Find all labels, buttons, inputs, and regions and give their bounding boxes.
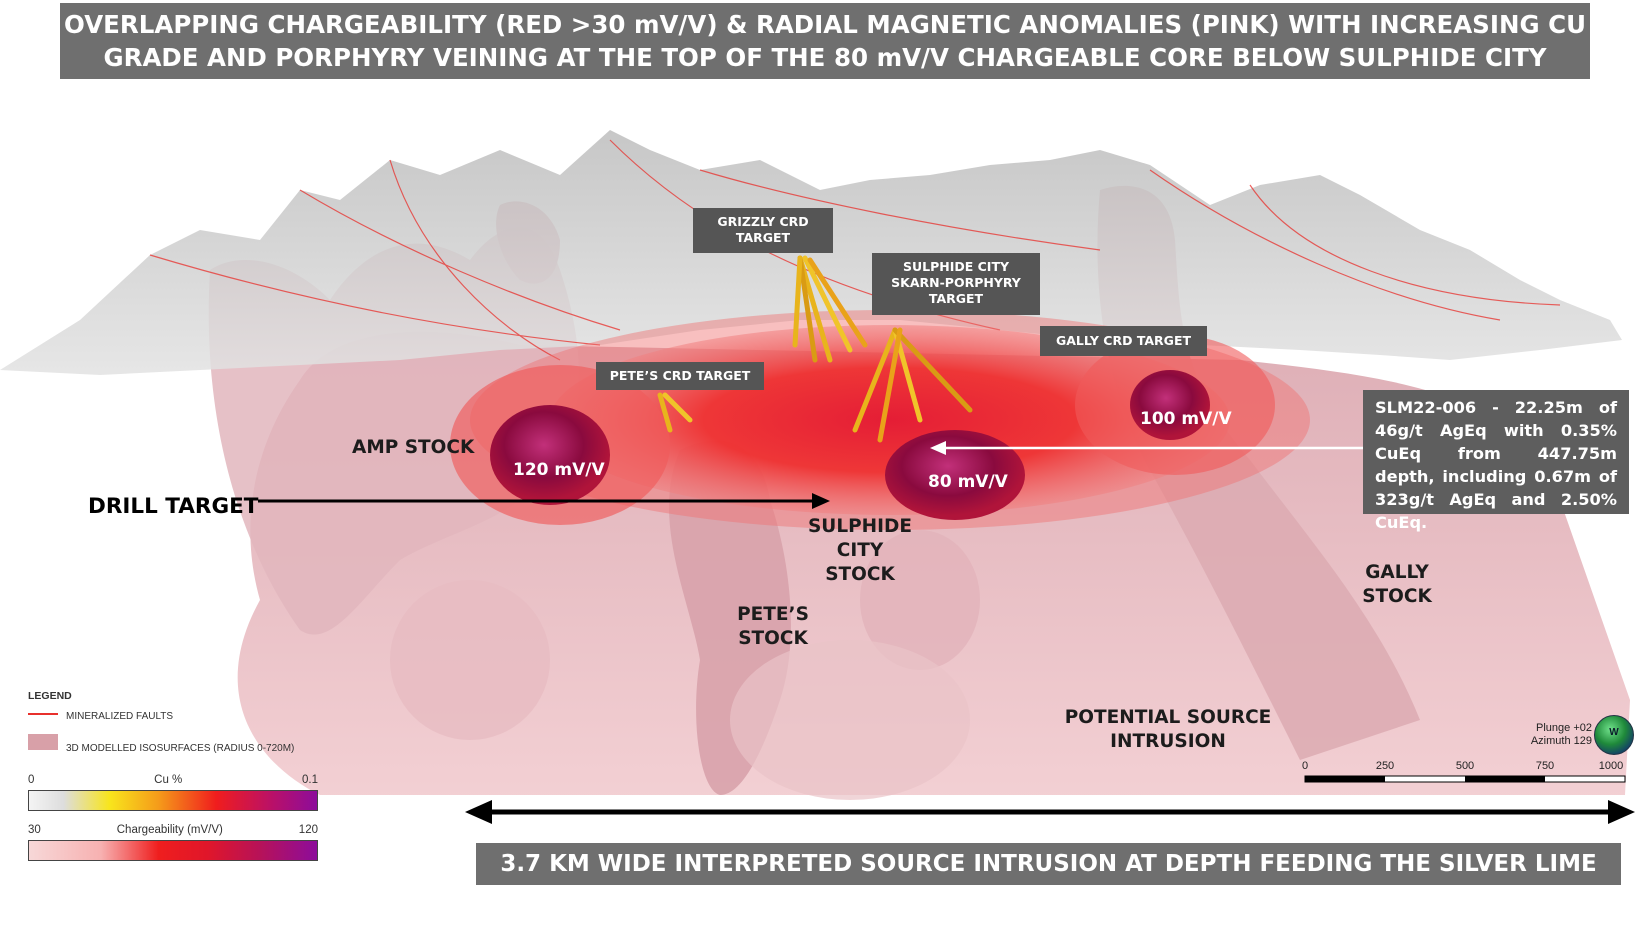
bottom-banner: 3.7 KM WIDE INTERPRETED SOURCE INTRUSION… (476, 843, 1621, 919)
compass-letter: W (1609, 727, 1619, 738)
cu-scale-labels: 0 Cu % 0.1 (28, 774, 318, 786)
chargeability-scale-labels: 30 Chargeability (mV/V) 120 (28, 824, 318, 836)
legend-isosurfaces-label: 3D MODELLED ISOSURFACES (RADIUS 0-720M) (66, 743, 295, 754)
grizzly-target-label: GRIZZLY CRD TARGET (693, 208, 833, 253)
legend-faults-label: MINERALIZED FAULTS (66, 711, 174, 722)
lower-lobe (390, 580, 550, 740)
chg-max: 120 (298, 824, 318, 836)
cu-min: 0 (28, 774, 35, 786)
mineralized-faults (149, 139, 1561, 361)
scale-bar (1304, 775, 1626, 783)
plunge-text: Plunge +02 (1536, 722, 1592, 734)
core-80-label: 80 mV/V (928, 472, 1008, 492)
width-arrow (465, 800, 1635, 824)
chg-label: Chargeability (mV/V) (116, 824, 223, 836)
title-banner: OVERLAPPING CHARGEABILITY (RED >30 mV/V)… (60, 3, 1590, 79)
compass-globe-icon: W (1594, 715, 1634, 755)
petes-stock-label: PETE’S STOCK (737, 604, 809, 649)
petes-target-label: PETE’S CRD TARGET (596, 362, 764, 390)
title-text: OVERLAPPING CHARGEABILITY (RED >30 mV/V)… (64, 10, 1586, 72)
gally-target-label: GALLY CRD TARGET (1040, 326, 1207, 356)
view-orientation: Plunge +02 Azimuth 129 (1502, 722, 1592, 748)
azimuth-text: Azimuth 129 (1530, 735, 1592, 747)
sulphide-city-stock-label: SULPHIDE CITY STOCK (807, 516, 913, 585)
source-intrusion-label: POTENTIAL SOURCE INTRUSION (1064, 707, 1272, 752)
legend-title: LEGEND (28, 690, 72, 702)
drill-result-box: SLM22-006 - 22.25m of 46g/t AgEq with 0.… (1363, 390, 1629, 532)
core-120 (490, 405, 610, 505)
scale-tick: 0 (1301, 760, 1309, 772)
drill-traces (657, 255, 973, 443)
scale-tick: 750 (1535, 760, 1555, 772)
scale-tick: 500 (1455, 760, 1475, 772)
scale-tick: 1000 (1598, 760, 1624, 772)
cu-max: 0.1 (302, 774, 318, 786)
bottom-banner-text: 3.7 KM WIDE INTERPRETED SOURCE INTRUSION… (500, 851, 1597, 919)
sulphide-city-target-label: SULPHIDE CITY SKARN-PORPHYRY TARGET (872, 253, 1040, 315)
chg-min: 30 (28, 824, 41, 836)
scale-tick: 250 (1375, 760, 1395, 772)
core-120-label: 120 mV/V (513, 460, 605, 480)
core-100 (1130, 370, 1210, 440)
drill-target-label: DRILL TARGET (88, 494, 259, 519)
lower-lobe (860, 530, 980, 670)
cu-color-bar (28, 790, 318, 811)
core-100-label: 100 mV/V (1140, 409, 1232, 429)
legend: LEGEND MINERALIZED FAULTS 3D MODELLED IS… (28, 690, 318, 861)
gally-stock-label: GALLY STOCK (1362, 562, 1432, 607)
core-80 (885, 430, 1025, 520)
legend-isosurfaces: 3D MODELLED ISOSURFACES (RADIUS 0-720M) (28, 728, 318, 754)
lower-lobe (730, 640, 970, 800)
chargeability-color-bar (28, 840, 318, 861)
legend-faults: MINERALIZED FAULTS (28, 702, 318, 728)
drill-target-arrow (258, 493, 830, 509)
drill-result-text: SLM22-006 - 22.25m of 46g/t AgEq with 0.… (1375, 398, 1617, 532)
amp-stock-label: AMP STOCK (352, 437, 475, 458)
legend-isosurface-swatch (28, 734, 58, 750)
result-pointer-arrow (930, 441, 1363, 455)
cu-label: Cu % (154, 774, 183, 786)
